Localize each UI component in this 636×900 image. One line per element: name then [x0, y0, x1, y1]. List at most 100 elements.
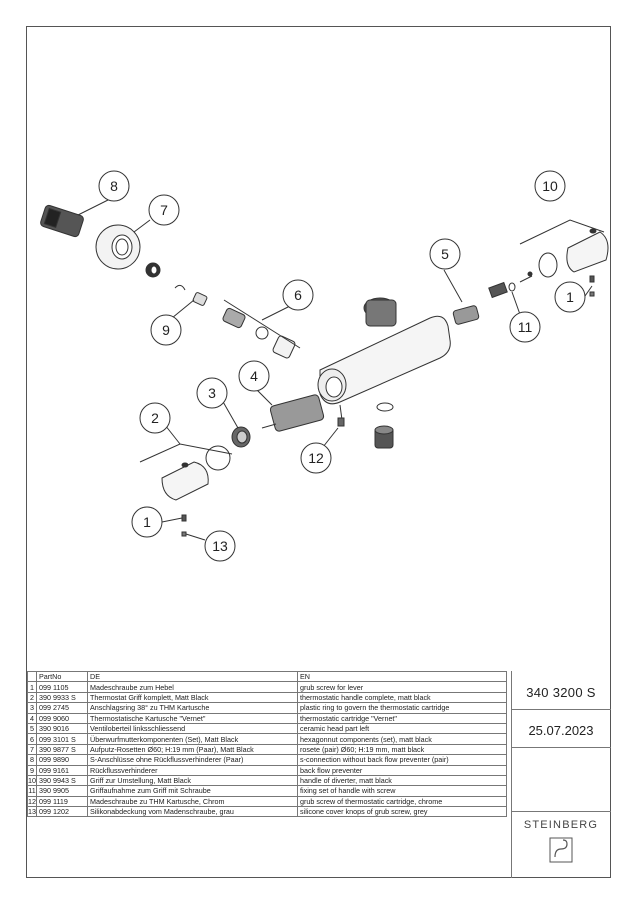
row-en: grub screw of thermostatic cartridge, ch…: [297, 795, 507, 808]
row-en: thermostatic cartridge "Vernet": [297, 712, 507, 724]
cover-cap-part: [374, 402, 394, 449]
callout-11: 11: [509, 311, 541, 343]
row-de: Ventiloberteil linksschliessend: [87, 722, 298, 735]
title-block-border: [511, 671, 611, 878]
row-en: ceramic head part left: [297, 722, 507, 735]
row-en: rosete (pair) Ø60; H:19 mm, matt black: [297, 743, 507, 756]
row-partno: 099 1202: [36, 806, 88, 818]
row-num: 4: [27, 712, 37, 724]
drawing-date: 25.07.2023: [528, 723, 594, 738]
header-de: DE: [87, 670, 298, 683]
row-partno: 099 9060: [36, 712, 88, 724]
callout-7: 7: [148, 194, 180, 226]
row-num: 12: [27, 795, 37, 808]
row-partno: 390 9933 S: [36, 691, 88, 704]
row-num: 6: [27, 733, 37, 745]
row-partno: 099 9161: [36, 764, 88, 776]
callout-13: 13: [204, 530, 236, 562]
row-num: 8: [27, 754, 37, 766]
row-partno: 099 2745: [36, 702, 88, 714]
row-en: silicone cover knops of grub screw, grey: [297, 806, 507, 818]
row-partno: 099 1105: [36, 681, 88, 693]
svg-text:4: 4: [250, 368, 258, 384]
handle-fixing-set-part: [488, 271, 533, 299]
svg-text:10: 10: [542, 178, 558, 194]
callout-3: 3: [196, 377, 228, 409]
row-en: plastic ring to govern the thermostatic …: [297, 702, 507, 714]
callout-9: 9: [150, 314, 182, 346]
row-num: 2: [27, 691, 37, 704]
svg-text:13: 13: [212, 538, 228, 554]
s-connection-part: [40, 204, 84, 238]
row-partno: 099 9890: [36, 754, 88, 766]
row-num: 9: [27, 764, 37, 776]
row-de: Madeschraube zu THM Kartusche, Chrom: [87, 795, 298, 808]
row-en: back flow preventer: [297, 764, 507, 776]
row-en: hexagonnut components (set), matt black: [297, 733, 507, 745]
drawing-frame: [26, 26, 611, 878]
plastic-ring-part: [231, 426, 251, 448]
row-partno: 390 9016: [36, 722, 88, 735]
diverter-handle-part: [538, 228, 609, 297]
row-de: Griff zur Umstellung, Matt Black: [87, 774, 298, 787]
row-en: fixing set of handle with screw: [297, 785, 507, 797]
row-num: 11: [27, 785, 37, 797]
header-en: EN: [297, 670, 507, 683]
row-de: Aufputz-Rosetten Ø60; H:19 mm (Paar), Ma…: [87, 743, 298, 756]
row-partno: 390 9943 S: [36, 774, 88, 787]
row-num: 1: [27, 681, 37, 693]
row-de: Madeschraube zum Hebel: [87, 681, 298, 693]
row-num: 7: [27, 743, 37, 756]
row-partno: 099 3101 S: [36, 733, 88, 745]
row-partno: 099 1119: [36, 795, 88, 808]
row-en: thermostatic handle complete, matt black: [297, 691, 507, 704]
thermostat-body: [317, 297, 451, 427]
clip-part: [174, 284, 186, 291]
callout-4: 4: [238, 360, 270, 392]
svg-text:1: 1: [143, 514, 151, 530]
thermostat-handle-part: [161, 445, 231, 537]
ceramic-head-part: [452, 305, 480, 325]
callout-5: 5: [429, 238, 461, 270]
svg-text:9: 9: [162, 322, 170, 338]
svg-text:5: 5: [441, 246, 449, 262]
row-de: S-Anschlüsse ohne Rückflussverhinderer (…: [87, 754, 298, 766]
svg-text:7: 7: [160, 202, 168, 218]
svg-text:8: 8: [110, 178, 118, 194]
row-en: grub screw for lever: [297, 681, 507, 693]
row-en: handle of diverter, matt black: [297, 774, 507, 787]
svg-text:6: 6: [294, 287, 302, 303]
row-de: Thermostatische Kartusche "Vernet": [87, 712, 298, 724]
svg-text:1: 1: [566, 289, 574, 305]
row-num: 10: [27, 774, 37, 787]
article-number: 340 3200 S: [526, 685, 596, 700]
row-de: Silikonabdeckung vom Madenschraube, grau: [87, 806, 298, 818]
row-num: 13: [27, 806, 37, 818]
header-num: [27, 670, 37, 683]
hexagon-nut-part: [222, 307, 296, 359]
callout-1-right: 1: [554, 281, 586, 313]
svg-text:2: 2: [151, 410, 159, 426]
callout-10: 10: [534, 170, 566, 202]
row-partno: 390 9905: [36, 785, 88, 797]
title-block: 340 3200 S 25.07.2023 STEINBERG: [511, 671, 611, 878]
callout-1-left: 1: [131, 506, 163, 538]
table-header-row: PartNo DE EN: [27, 670, 507, 683]
callout-2: 2: [139, 402, 171, 434]
row-de: Thermostat Griff komplett, Matt Black: [87, 691, 298, 704]
row-en: s-connection without back flow preventer…: [297, 754, 507, 766]
thermostatic-cartridge-part: [261, 394, 325, 432]
